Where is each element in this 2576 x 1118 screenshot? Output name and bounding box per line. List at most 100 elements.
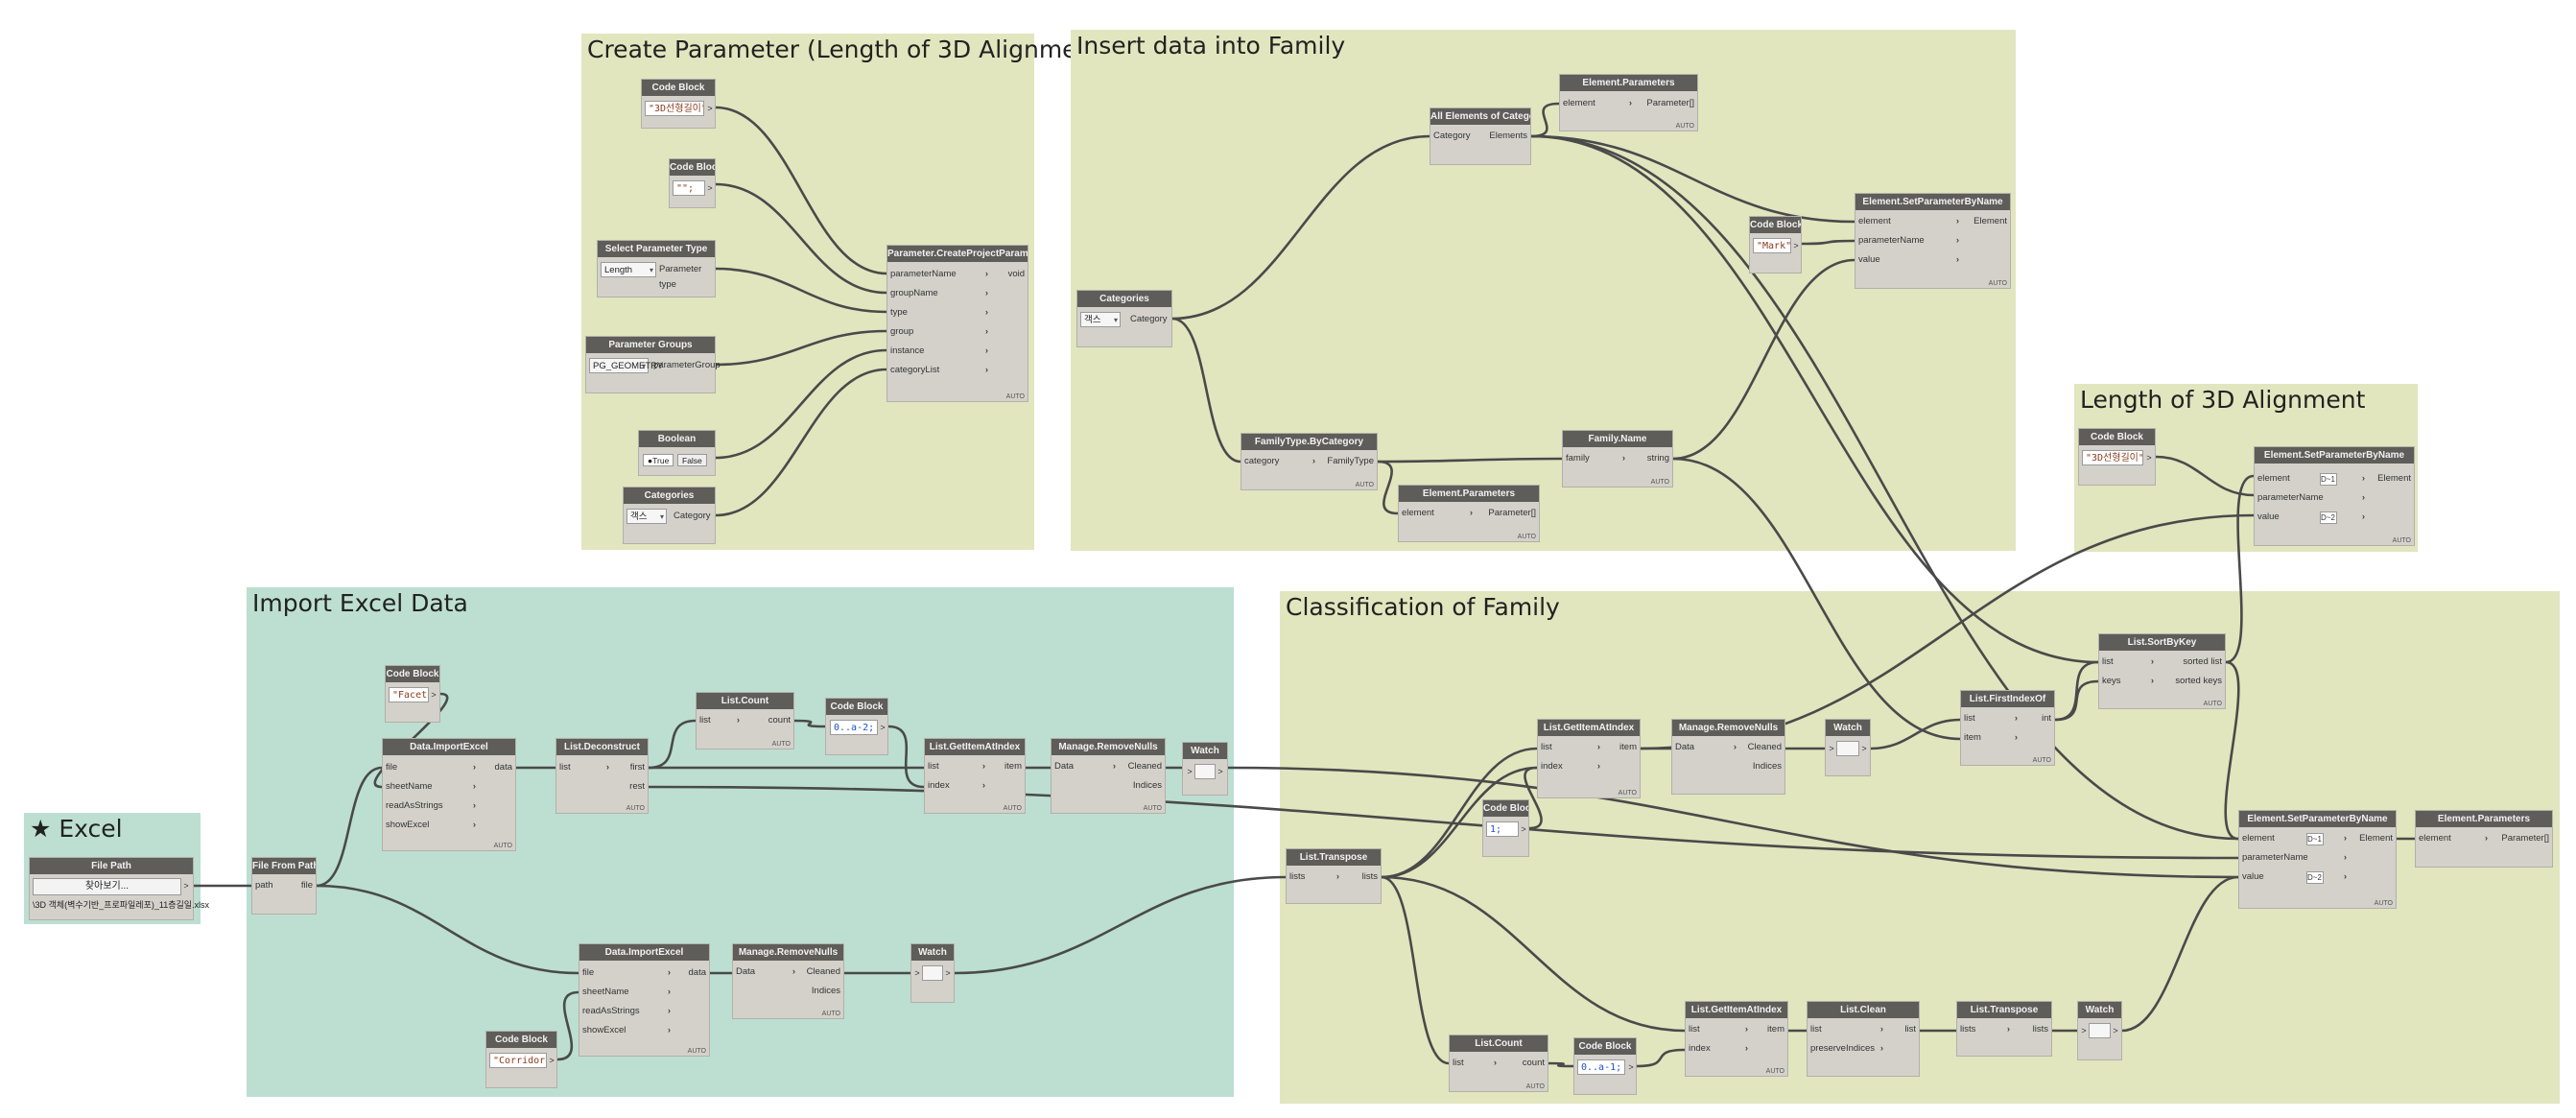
in-port-show-excel[interactable]: showExcel› [386, 820, 476, 830]
in-port-value[interactable]: value› [2257, 511, 2365, 522]
in-port-list[interactable]: list› [1689, 1024, 1748, 1035]
code-field[interactable]: 0..a-2; [830, 720, 878, 735]
in-port-data[interactable]: Data› [1054, 761, 1116, 772]
in-port-parameter-name[interactable]: parameterName› [2257, 492, 2365, 503]
category-dropdown[interactable]: 객스▾ [626, 509, 667, 524]
parameter-group-dropdown[interactable]: PG_GEOMETRY▾ [589, 358, 663, 373]
in-port-sheet-name[interactable]: sheetName› [386, 781, 476, 792]
code-block-range-2[interactable]: Code Block 0..a-1; > [1573, 1037, 1637, 1095]
in-port-list[interactable]: list› [1964, 713, 2018, 724]
in-port-lists[interactable]: lists› [1289, 871, 1339, 882]
code-block-param-name[interactable]: Code Block "3D선형길이"; > [641, 79, 716, 129]
element-value-field[interactable]: D~1 [2320, 473, 2337, 486]
in-port-element[interactable]: element› [2242, 833, 2347, 844]
list-deconstruct-node[interactable]: List.Deconstruct list› first rest AUTO [555, 738, 649, 814]
out-port[interactable]: > [2146, 453, 2152, 463]
list-transpose-node-2[interactable]: List.Transpose lists› lists [1956, 1001, 2052, 1057]
element-parameters-node-2[interactable]: Element.Parameters element› Parameter[] … [1398, 485, 1540, 542]
in-port-element[interactable]: element› [1402, 508, 1473, 518]
in-port-data[interactable]: Data› [1675, 742, 1737, 752]
out-port[interactable]: > [1217, 767, 1223, 776]
out-port-indices[interactable]: Indices [811, 986, 840, 996]
watch-node-3[interactable]: Watch > > [910, 943, 955, 1003]
in-port-list[interactable]: list› [928, 761, 985, 772]
code-field[interactable]: 0..a-1; [1577, 1059, 1625, 1075]
true-radio[interactable]: ●True [643, 454, 674, 466]
out-port-label[interactable]: parameterGroup [653, 360, 721, 370]
parameter-type-dropdown[interactable]: Length▾ [601, 262, 656, 277]
out-port[interactable]: > [1861, 744, 1867, 753]
out-port-elements[interactable]: Elements [1489, 131, 1527, 141]
list-count-node-2[interactable]: List.Count list› count AUTO [1449, 1035, 1548, 1092]
in-port-value[interactable]: value› [2242, 871, 2347, 882]
out-port-family-type[interactable]: FamilyType [1327, 456, 1374, 466]
code-field[interactable]: 1; [1486, 821, 1519, 837]
in-port-value[interactable]: value› [1858, 254, 1959, 265]
in-port-instance[interactable]: instance› [890, 345, 988, 356]
out-port-label[interactable]: Parameter type [659, 264, 702, 290]
in-port-parameter-name[interactable]: parameterName› [2242, 852, 2347, 863]
list-count-node-1[interactable]: List.Count list› count AUTO [696, 692, 794, 749]
file-path-node[interactable]: File Path 찾아보기... > \3D 객체(벽수기반_프로파일레포)_… [29, 857, 209, 920]
in-port-list[interactable]: list› [699, 715, 740, 726]
out-port-int[interactable]: int [2041, 713, 2051, 724]
select-parameter-type-node[interactable]: Select Parameter Type Length▾ Parameter … [597, 240, 716, 297]
out-port[interactable]: > [1521, 824, 1526, 834]
out-port-element[interactable]: Element [2359, 833, 2393, 844]
in-port-keys[interactable]: keys› [2102, 676, 2154, 686]
in-port-index[interactable]: index› [1689, 1043, 1748, 1054]
boolean-node[interactable]: Boolean ●True False [638, 430, 716, 476]
in-port-read-as-strings[interactable]: readAsStrings› [386, 800, 476, 811]
list-clean-node[interactable]: List.Clean list› preserveIndices› list [1807, 1001, 1920, 1077]
value-field[interactable]: D~2 [2320, 511, 2337, 524]
in-port-element[interactable]: element› [1858, 216, 1959, 226]
list-get-item-at-index-node-2[interactable]: List.GetItemAtIndex list› index› item AU… [1537, 719, 1641, 798]
family-name-node[interactable]: Family.Name family› string AUTO [1562, 430, 1673, 488]
out-port-first[interactable]: first [629, 762, 645, 773]
out-port[interactable]: > [2113, 1026, 2118, 1035]
out-port-lists[interactable]: lists [2032, 1024, 2048, 1035]
in-port-lists[interactable]: lists› [1960, 1024, 2010, 1035]
in-port-show-excel[interactable]: showExcel› [582, 1025, 671, 1035]
in-port-element[interactable]: element› [2257, 473, 2365, 484]
in-port-list[interactable]: list› [2102, 656, 2154, 667]
out-port-indices[interactable]: Indices [1752, 761, 1782, 772]
element-parameters-node-3[interactable]: Element.Parameters element› Parameter[] [2415, 810, 2553, 868]
out-port-data[interactable]: data [494, 762, 513, 773]
data-import-excel-node-1[interactable]: Data.ImportExcel file› sheetName› readAs… [382, 738, 516, 851]
list-first-index-of-node[interactable]: List.FirstIndexOf list› item› int AUTO [1960, 690, 2055, 766]
out-port-indices[interactable]: Indices [1132, 780, 1162, 791]
out-port-count[interactable]: count [1522, 1058, 1545, 1068]
category-dropdown[interactable]: 객스▾ [1080, 312, 1121, 327]
in-port-type[interactable]: type› [890, 307, 988, 318]
out-port[interactable]: > [1793, 241, 1799, 250]
out-port[interactable]: > [1628, 1062, 1634, 1072]
out-port-sorted-list[interactable]: sorted list [2183, 656, 2222, 667]
out-port-lists[interactable]: lists [1361, 871, 1378, 882]
in-port-element[interactable]: element› [1563, 98, 1632, 108]
data-import-excel-node-2[interactable]: Data.ImportExcel file› sheetName› readAs… [579, 943, 710, 1057]
false-radio[interactable]: False [677, 454, 707, 466]
code-block-mark[interactable]: Code Block "Mark"; > [1749, 216, 1802, 274]
out-port-cleaned[interactable]: Cleaned [1127, 761, 1162, 772]
in-port-sheet-name[interactable]: sheetName› [582, 987, 671, 997]
element-parameters-node-1[interactable]: Element.Parameters element› Parameter[] … [1559, 74, 1698, 131]
in-port[interactable]: > [914, 968, 920, 978]
out-port-parameters[interactable]: Parameter[] [2501, 833, 2549, 844]
out-port[interactable]: > [183, 881, 189, 891]
out-port-item[interactable]: item [1619, 742, 1637, 752]
in-port[interactable]: > [1187, 767, 1193, 776]
in-port-category[interactable]: category› [1244, 456, 1315, 466]
code-field[interactable]: "Corridor"; [489, 1053, 547, 1068]
in-port-category-list[interactable]: categoryList› [890, 365, 988, 375]
in-port-preserve-indices[interactable]: preserveIndices› [1810, 1043, 1883, 1054]
out-port-string[interactable]: string [1646, 453, 1669, 464]
in-port-category[interactable]: Category [1433, 131, 1471, 141]
in-port-item[interactable]: item› [1964, 732, 2018, 743]
out-port-count[interactable]: count [768, 715, 791, 726]
in-port-list[interactable]: list› [1541, 742, 1600, 752]
in-port-list[interactable]: list› [1453, 1058, 1497, 1068]
file-from-path-node[interactable]: File From Path path file [251, 857, 317, 915]
family-type-by-category-node[interactable]: FamilyType.ByCategory category› FamilyTy… [1241, 433, 1378, 490]
code-field[interactable]: ""; [673, 180, 705, 196]
